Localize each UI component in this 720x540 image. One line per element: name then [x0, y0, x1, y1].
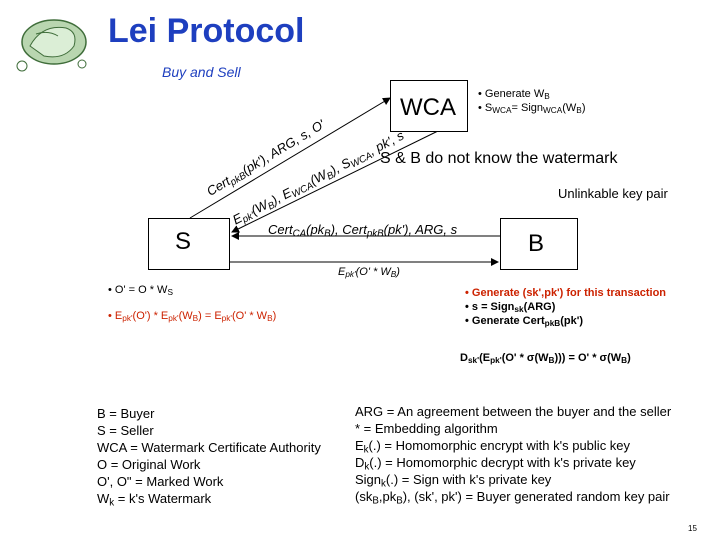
arrow-wca-to-s	[231, 129, 441, 233]
legend-item: Wk = k's Watermark	[97, 491, 212, 509]
legend-item: ARG = An agreement between the buyer and…	[355, 404, 672, 419]
decrypt-equation: Dsk'(Epk'(O' * σ(WB))) = O' * σ(WB)	[460, 352, 631, 366]
legend-item: WCA = Watermark Certificate Authority	[97, 440, 321, 455]
legend-item: Signk(.) = Sign with k's private key	[355, 472, 552, 490]
buyer-label: B	[528, 230, 545, 257]
legend-item: Dk(.) = Homomorphic decrypt with k's pri…	[355, 455, 636, 473]
logo-icon	[16, 19, 87, 72]
wca-note-sign: • SWCA= SignWCA(WB)	[478, 102, 586, 116]
buyer-node	[500, 218, 578, 270]
buyer-step-3: • Generate CertpkB(pk')	[465, 315, 584, 329]
legend-left: B = Buyer S = Seller WCA = Watermark Cer…	[97, 405, 321, 509]
label-s-to-b: Epk'(O' * WB)	[338, 266, 400, 280]
note-watermark: S & B do not know the watermark	[380, 150, 618, 167]
label-b-to-s: CertCA(pkB), CertpkB(pk'), ARG, s	[268, 222, 458, 240]
page-number: 15	[688, 524, 697, 533]
legend-item: S = Seller	[97, 423, 154, 438]
buyer-step-1: • Generate (sk',pk') for this transactio…	[465, 287, 667, 299]
legend-item: (skB,pkB), (sk', pk') = Buyer generated …	[355, 489, 670, 507]
page-title: Lei Protocol	[108, 12, 305, 50]
wca-note-generate: • Generate WB	[478, 88, 550, 102]
seller-step-1: • O' = O * WS	[108, 284, 173, 298]
legend-item: B = Buyer	[97, 406, 155, 421]
legend-item: * = Embedding algorithm	[355, 421, 498, 436]
legend-right: ARG = An agreement between the buyer and…	[355, 403, 672, 507]
seller-node	[148, 218, 230, 270]
arrow-s-to-wca	[189, 97, 391, 219]
legend-item: O', O" = Marked Work	[97, 474, 224, 489]
legend-item: Ek(.) = Homomorphic encrypt with k's pub…	[355, 438, 631, 456]
wca-label: WCA	[400, 94, 456, 121]
note-unlinkable: Unlinkable key pair	[558, 186, 668, 201]
seller-label: S	[175, 228, 192, 255]
seller-step-2: • Epk'(O') * Epk'(WB) = Epk'(O' * WB)	[108, 310, 277, 324]
wca-node	[390, 80, 468, 132]
page-subtitle: Buy and Sell	[162, 64, 241, 80]
buyer-step-2: • s = Signsk(ARG)	[465, 301, 556, 315]
legend-item: O = Original Work	[97, 457, 201, 472]
